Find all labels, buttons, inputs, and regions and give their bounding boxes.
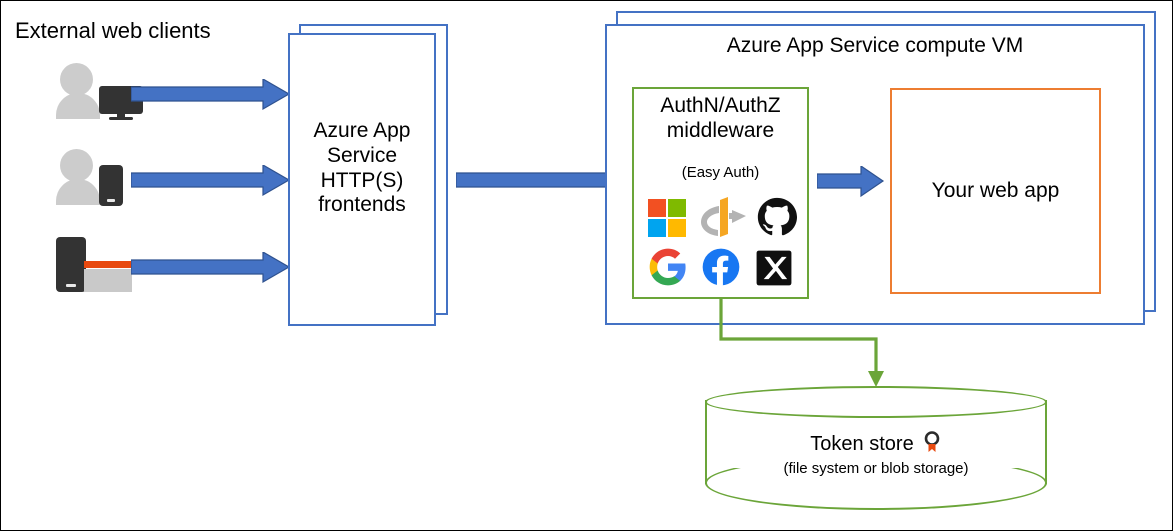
arrow-client3-to-frontends (131, 252, 291, 284)
frontends-label-line-4: frontends (318, 193, 406, 217)
frontends-label: Azure App Service HTTP(S) frontends (288, 119, 436, 218)
google-logo-icon (649, 248, 686, 286)
page-title-external-clients: External web clients (15, 18, 211, 43)
x-logo-icon (756, 250, 792, 286)
token-store-cylinder[interactable] (705, 386, 1047, 512)
certificate-badge-icon (924, 431, 939, 452)
client-icon-phone-browser (56, 237, 136, 295)
facebook-logo-icon (702, 248, 740, 286)
client-icon-user-with-desktop (56, 63, 143, 120)
vm-title: Azure App Service compute VM (726, 34, 1024, 57)
token-store-label: Token store (810, 433, 914, 455)
token-store-label-row: Token store (705, 426, 1047, 457)
github-logo-icon (757, 197, 797, 236)
middleware-label-line-1: AuthN/AuthZ (660, 94, 781, 117)
middleware-label-line-2: middleware (666, 118, 775, 142)
middleware-sublabel: (Easy Auth) (681, 164, 760, 181)
arrow-client2-to-frontends (131, 165, 291, 197)
your-web-app-label: Your web app (931, 179, 1060, 202)
arrow-middleware-to-token-store (719, 299, 884, 387)
frontends-box[interactable] (288, 33, 436, 326)
middleware-label: AuthN/AuthZ middleware (632, 94, 809, 144)
cylinder-top-ellipse (705, 386, 1047, 418)
openid-connect-logo-icon (701, 197, 746, 237)
arrow-middleware-to-webapp (817, 166, 885, 198)
frontends-label-line-1: Azure App (313, 119, 411, 142)
your-web-app-box[interactable] (890, 88, 1101, 294)
arrow-client1-to-frontends (131, 79, 291, 111)
frontends-label-line-3: HTTP(S) (320, 168, 404, 192)
frontends-label-line-2: Service (326, 143, 398, 167)
client-icon-user-with-phone (56, 149, 134, 207)
token-store-sublabel: (file system or blob storage) (783, 460, 969, 477)
microsoft-logo-icon (648, 199, 686, 237)
